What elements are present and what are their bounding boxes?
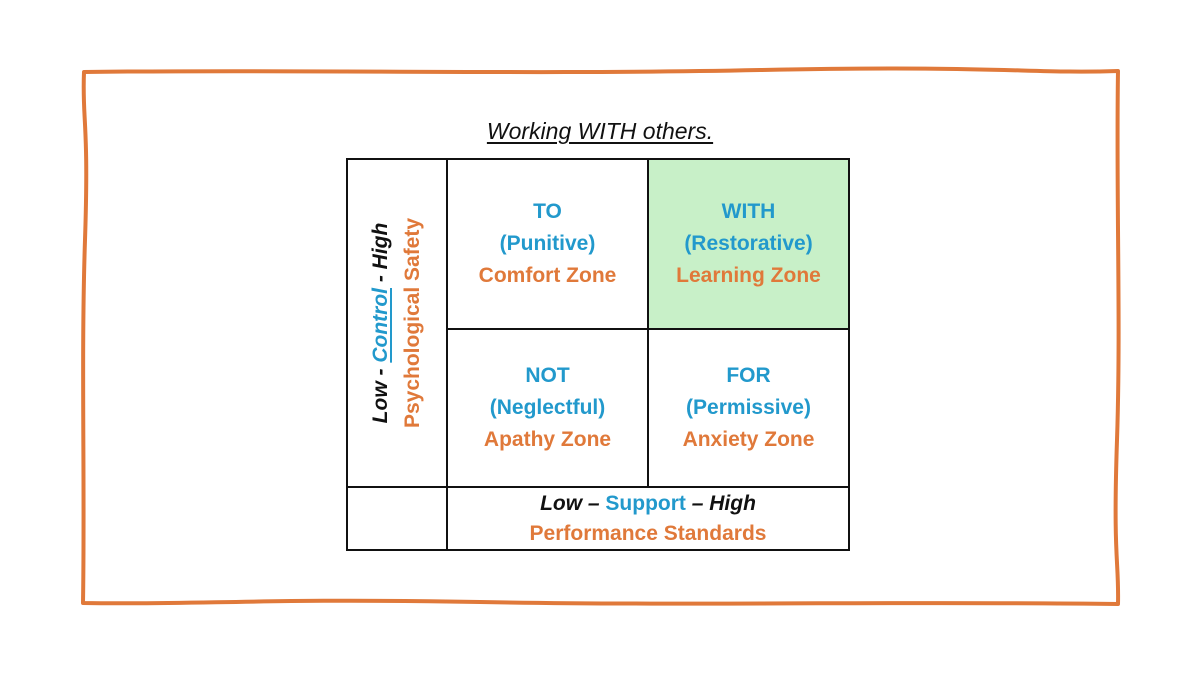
quadrant-for-zone: Anxiety Zone: [682, 428, 815, 451]
y-axis-sep-2: -: [369, 269, 392, 288]
x-axis-high: High: [709, 491, 756, 515]
quadrant-for-style: (Permissive): [686, 396, 811, 419]
y-axis-high: High: [369, 222, 392, 270]
quadrant-to-style: (Punitive): [499, 232, 596, 255]
quadrant-to: TO (Punitive) Comfort Zone: [448, 160, 649, 330]
x-axis-sublabel: Performance Standards: [529, 521, 767, 545]
quadrant-to-name: TO: [533, 200, 562, 223]
diagram-title: Working WITH others.: [486, 118, 714, 144]
y-axis-control: Control: [369, 288, 392, 363]
x-axis-sep-2: –: [685, 491, 710, 515]
x-axis-cell: Low – Support – High Performance Standar…: [448, 488, 848, 549]
quadrant-not-name: NOT: [525, 364, 570, 387]
y-axis-line: Low - Control - High: [365, 173, 397, 473]
quadrant-not-style: (Neglectful): [489, 396, 606, 419]
quadrant-with-name: WITH: [721, 200, 776, 223]
y-axis-low: Low: [369, 381, 392, 424]
x-axis-low: Low: [540, 491, 583, 515]
y-axis-sublabel: Psychological Safety: [401, 217, 424, 429]
quadrant-not-zone: Apathy Zone: [483, 428, 612, 451]
quadrant-with-zone: Learning Zone: [676, 264, 821, 287]
y-axis-cell: Low - Control - High Psychological Safet…: [348, 160, 448, 488]
x-axis-sep-1: –: [582, 491, 606, 515]
x-axis-line: Low – Support – High: [540, 489, 756, 519]
quadrant-with: WITH (Restorative) Learning Zone: [649, 160, 848, 330]
quadrant-for-name: FOR: [726, 364, 771, 387]
y-axis-label: Low - Control - High Psychological Safet…: [365, 173, 429, 473]
x-axis-support: Support: [605, 491, 686, 515]
quadrant-for: FOR (Permissive) Anxiety Zone: [649, 330, 848, 488]
y-axis-sep-1: -: [369, 362, 392, 382]
quadrant-with-style: (Restorative): [684, 232, 813, 255]
quadrant-to-zone: Comfort Zone: [478, 264, 617, 287]
corner-empty-cell: [348, 488, 448, 549]
social-discipline-window: Low - Control - High Psychological Safet…: [346, 158, 850, 551]
quadrant-not: NOT (Neglectful) Apathy Zone: [448, 330, 649, 488]
